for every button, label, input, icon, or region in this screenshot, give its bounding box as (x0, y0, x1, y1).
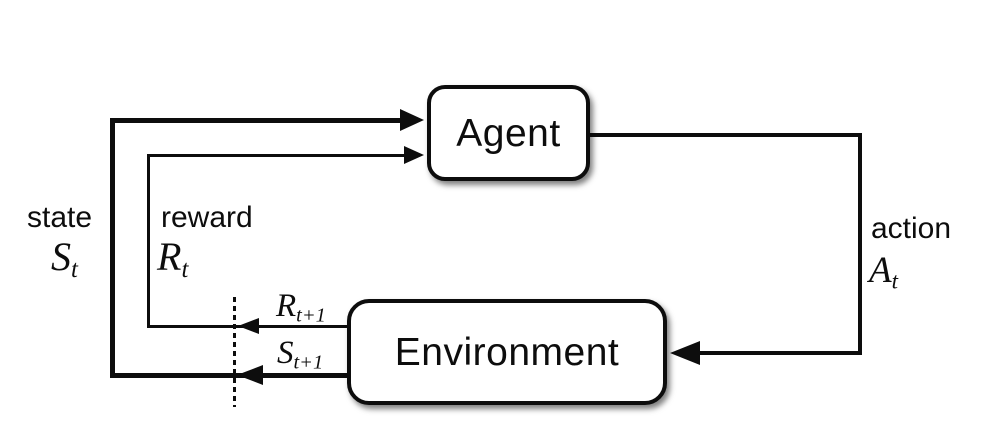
next-reward-subscript: t+1 (296, 304, 326, 327)
environment-box-label: Environment (394, 330, 620, 374)
next-reward-var: R (276, 288, 297, 324)
environment-box: Environment (347, 299, 667, 405)
action-line-top-horizontal (588, 133, 862, 137)
reward-subscript: t (181, 255, 189, 283)
next-state-subscript: t+1 (293, 351, 324, 374)
action-label: action (871, 212, 952, 245)
state-var: S (51, 234, 71, 279)
next-reward-symbol: Rt+1 (276, 288, 326, 326)
reward-line-top-horizontal (147, 154, 405, 157)
agent-box: Agent (427, 85, 590, 181)
reward-symbol: Rt (157, 234, 188, 282)
action-to-environment-arrowhead (670, 341, 700, 365)
state-to-agent-arrowhead (400, 109, 424, 131)
state-symbol: St (51, 234, 78, 282)
action-subscript: t (891, 268, 898, 294)
state-subscript: t (71, 255, 78, 283)
next-state-var: S (277, 335, 294, 371)
state-label: state (27, 201, 93, 234)
next-state-symbol: St+1 (277, 335, 323, 373)
next-reward-arrowhead (238, 318, 259, 334)
action-line-vertical (858, 133, 862, 355)
reward-var: R (157, 234, 182, 279)
reward-to-agent-arrowhead (404, 146, 424, 164)
state-line-vertical (110, 118, 115, 378)
reward-label: reward (161, 201, 253, 234)
action-line-bottom-horizontal (676, 351, 862, 355)
action-var: A (869, 250, 892, 291)
next-state-arrowhead (237, 365, 263, 385)
reward-line-vertical (147, 154, 150, 328)
time-step-boundary-dashed-line (233, 297, 236, 407)
agent-box-label: Agent (456, 111, 561, 155)
state-line-top-horizontal (110, 118, 402, 123)
action-symbol: At (869, 250, 898, 292)
state-line-bottom-horizontal (110, 373, 347, 378)
